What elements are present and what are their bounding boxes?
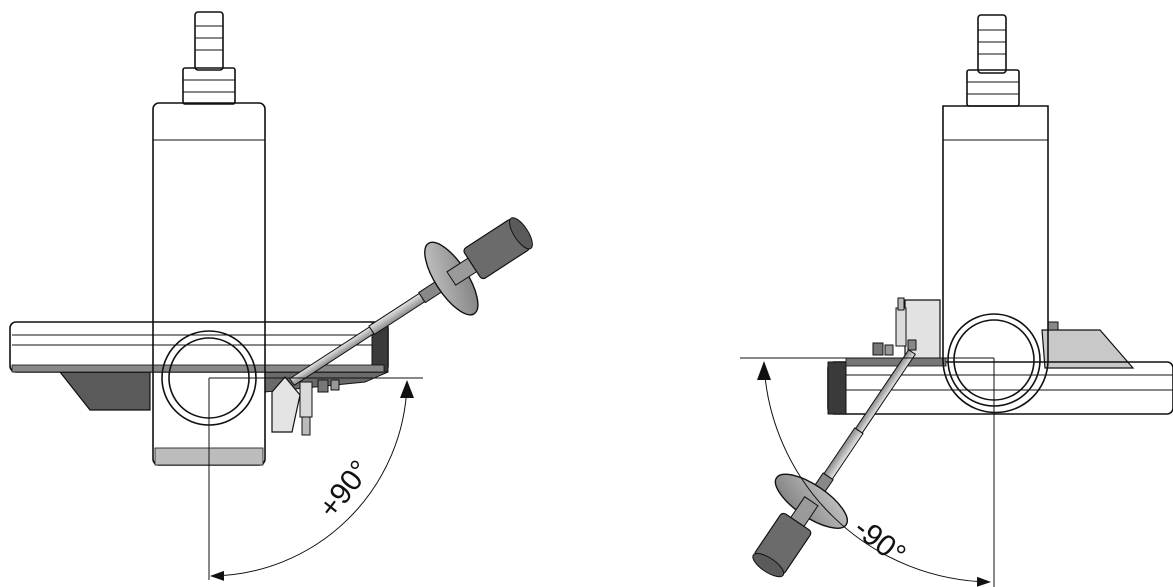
right-angle-arc bbox=[763, 363, 991, 587]
left-probe-arm bbox=[289, 217, 533, 387]
left-arc-top-arrow bbox=[400, 380, 414, 398]
left-top-connector bbox=[182, 11, 236, 105]
left-angle-arc bbox=[210, 383, 408, 581]
right-view: -90° bbox=[740, 14, 1173, 587]
right-top-connector bbox=[966, 14, 1020, 107]
left-base-underside bbox=[58, 371, 151, 411]
right-column bbox=[942, 105, 1049, 414]
right-arc-top-arrow bbox=[757, 361, 771, 380]
left-angle-label: +90° bbox=[313, 454, 378, 524]
right-fittings bbox=[872, 297, 1059, 356]
right-back-housing bbox=[1041, 329, 1135, 369]
left-view: +90° bbox=[9, 11, 533, 581]
left-fitting bbox=[271, 376, 340, 436]
right-probe-arm bbox=[752, 349, 917, 578]
left-base-plate bbox=[9, 321, 389, 373]
